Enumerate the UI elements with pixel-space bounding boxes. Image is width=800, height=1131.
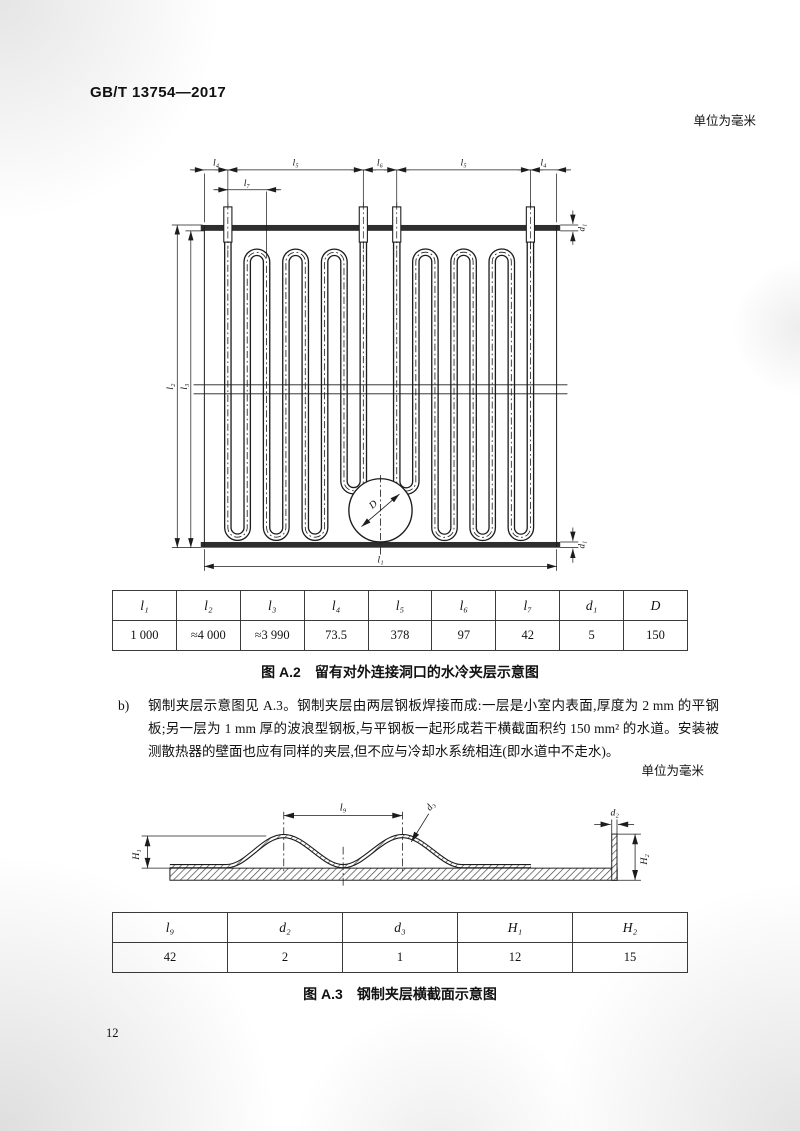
unit-note-mid: 单位为毫米 xyxy=(641,764,704,778)
table-header-cell: D xyxy=(623,590,688,621)
table-header-cell: d₃ xyxy=(342,912,458,943)
table-value-cell: 5 xyxy=(559,620,624,651)
corrugated-plate xyxy=(169,833,531,869)
dim-label-H2: H₂ xyxy=(639,854,650,866)
dim-label-l7: l₇ xyxy=(244,178,251,189)
standard-number: GB/T 13754—2017 xyxy=(90,84,227,101)
end-flange xyxy=(611,833,618,881)
table-header-cell: d₂ xyxy=(227,912,343,943)
figure-a3-caption: 图 A.3 钢制夹层横截面示意图 xyxy=(112,984,688,1004)
dim-label-l9: l₉ xyxy=(340,802,347,814)
table-header-cell: l₄ xyxy=(303,590,369,621)
table-header-cell: l₅ xyxy=(367,590,433,621)
jacket-panel xyxy=(200,224,561,548)
paragraph-b: b) 钢制夹层示意图见 A.3。钢制夹层由两层钢板焊接而成:一层是小室内表面,厚… xyxy=(118,694,719,764)
paragraph-b-text: 钢制夹层示意图见 A.3。钢制夹层由两层钢板焊接而成:一层是小室内表面,厚度为 … xyxy=(148,698,719,760)
figure-a3-caption-title: 钢制夹层横截面示意图 xyxy=(356,986,497,1002)
figure-a2-caption: 图 A.2 留有对外连接洞口的水冷夹层示意图 xyxy=(112,662,688,682)
figure-a2-diagram: l₄ l₅ l₆ l₅ l₄ l₇ l₂ l₃ l₁ d₁ d₁ D xyxy=(165,157,587,571)
dim-label-l5-right: l₅ xyxy=(460,157,467,168)
table-value-cell: 1 xyxy=(342,942,458,973)
table-value-cell: 378 xyxy=(367,620,433,651)
cooling-coil-right xyxy=(392,235,535,542)
dim-label-d1-bottom: d₁ xyxy=(577,541,587,549)
table-header-cell: l₂ xyxy=(175,590,241,621)
dimension-lines-a3 xyxy=(144,812,639,881)
table-header-cell: l₃ xyxy=(239,590,305,621)
dim-label-l1: l₁ xyxy=(377,555,383,566)
table-value-cell: ≈4 000 xyxy=(175,620,241,651)
unit-note-top: 单位为毫米 xyxy=(693,114,756,128)
table-value-cell: 1 000 xyxy=(112,620,177,651)
page-number: 12 xyxy=(106,1026,119,1040)
dim-label-d2: d₂ xyxy=(611,808,620,819)
table-value-row: 1 000 ≈4 000 ≈3 990 73.5 378 97 42 5 150 xyxy=(112,620,688,651)
figure-a3-diagram: l₉ H₁ d₃ d₂ H₂ xyxy=(131,800,650,886)
table-header-cell: l₇ xyxy=(495,590,561,621)
table-header-cell: H₁ xyxy=(457,912,573,943)
dim-label-l4-left: l₄ xyxy=(213,157,220,168)
table-value-cell: 73.5 xyxy=(303,620,369,651)
flat-base-plate xyxy=(169,833,618,881)
extension-lines-a3 xyxy=(141,819,641,881)
dim-label-d3: d₃ xyxy=(424,800,438,813)
dim-label-l5-left: l₅ xyxy=(292,157,299,168)
table-value-cell: ≈3 990 xyxy=(239,620,305,651)
cooling-coil-left xyxy=(224,235,368,541)
dim-label-l2: l₂ xyxy=(165,383,176,390)
figure-a3-caption-label: 图 A.3 xyxy=(303,986,343,1002)
extension-lines xyxy=(171,169,579,571)
table-value-cell: 97 xyxy=(431,620,497,651)
table-header-cell: d₁ xyxy=(559,590,624,621)
table-header-row: l₉ d₂ d₃ H₁ H₂ xyxy=(112,912,688,943)
table-header-cell: l₆ xyxy=(431,590,497,621)
figure-a2-dimension-table: l₁ l₂ l₃ l₄ l₅ l₆ l₇ d₁ D 1 000 ≈4 000 ≈… xyxy=(112,590,688,651)
table-value-cell: 42 xyxy=(112,942,228,973)
table-value-cell: 2 xyxy=(227,942,343,973)
table-value-cell: 42 xyxy=(495,620,561,651)
table-value-row: 42 2 1 12 15 xyxy=(112,942,688,973)
dim-label-H1: H₁ xyxy=(131,849,142,860)
table-value-cell: 12 xyxy=(457,942,573,973)
figure-a2-caption-title: 留有对外连接洞口的水冷夹层示意图 xyxy=(314,664,539,680)
figure-a3-dimension-table: l₉ d₂ d₃ H₁ H₂ 42 2 1 12 15 xyxy=(112,912,688,973)
dim-label-l4-right: l₄ xyxy=(540,157,547,168)
table-header-cell: l₉ xyxy=(112,912,228,943)
table-header-cell: H₂ xyxy=(572,912,688,943)
connection-opening-circle xyxy=(348,475,413,556)
dim-label-d1-top: d₁ xyxy=(577,224,587,232)
support-band xyxy=(193,384,568,395)
table-header-row: l₁ l₂ l₃ l₄ l₅ l₆ l₇ d₁ D xyxy=(112,590,688,621)
connection-stubs xyxy=(223,202,536,250)
table-value-cell: 150 xyxy=(623,620,688,651)
table-header-cell: l₁ xyxy=(112,590,177,621)
list-marker-b: b) xyxy=(118,698,130,713)
dim-label-l3: l₃ xyxy=(179,383,190,390)
dimension-lines xyxy=(174,167,576,570)
figure-a2-caption-label: 图 A.2 xyxy=(261,664,301,680)
dim-label-l6: l₆ xyxy=(377,157,383,168)
table-value-cell: 15 xyxy=(572,942,688,973)
